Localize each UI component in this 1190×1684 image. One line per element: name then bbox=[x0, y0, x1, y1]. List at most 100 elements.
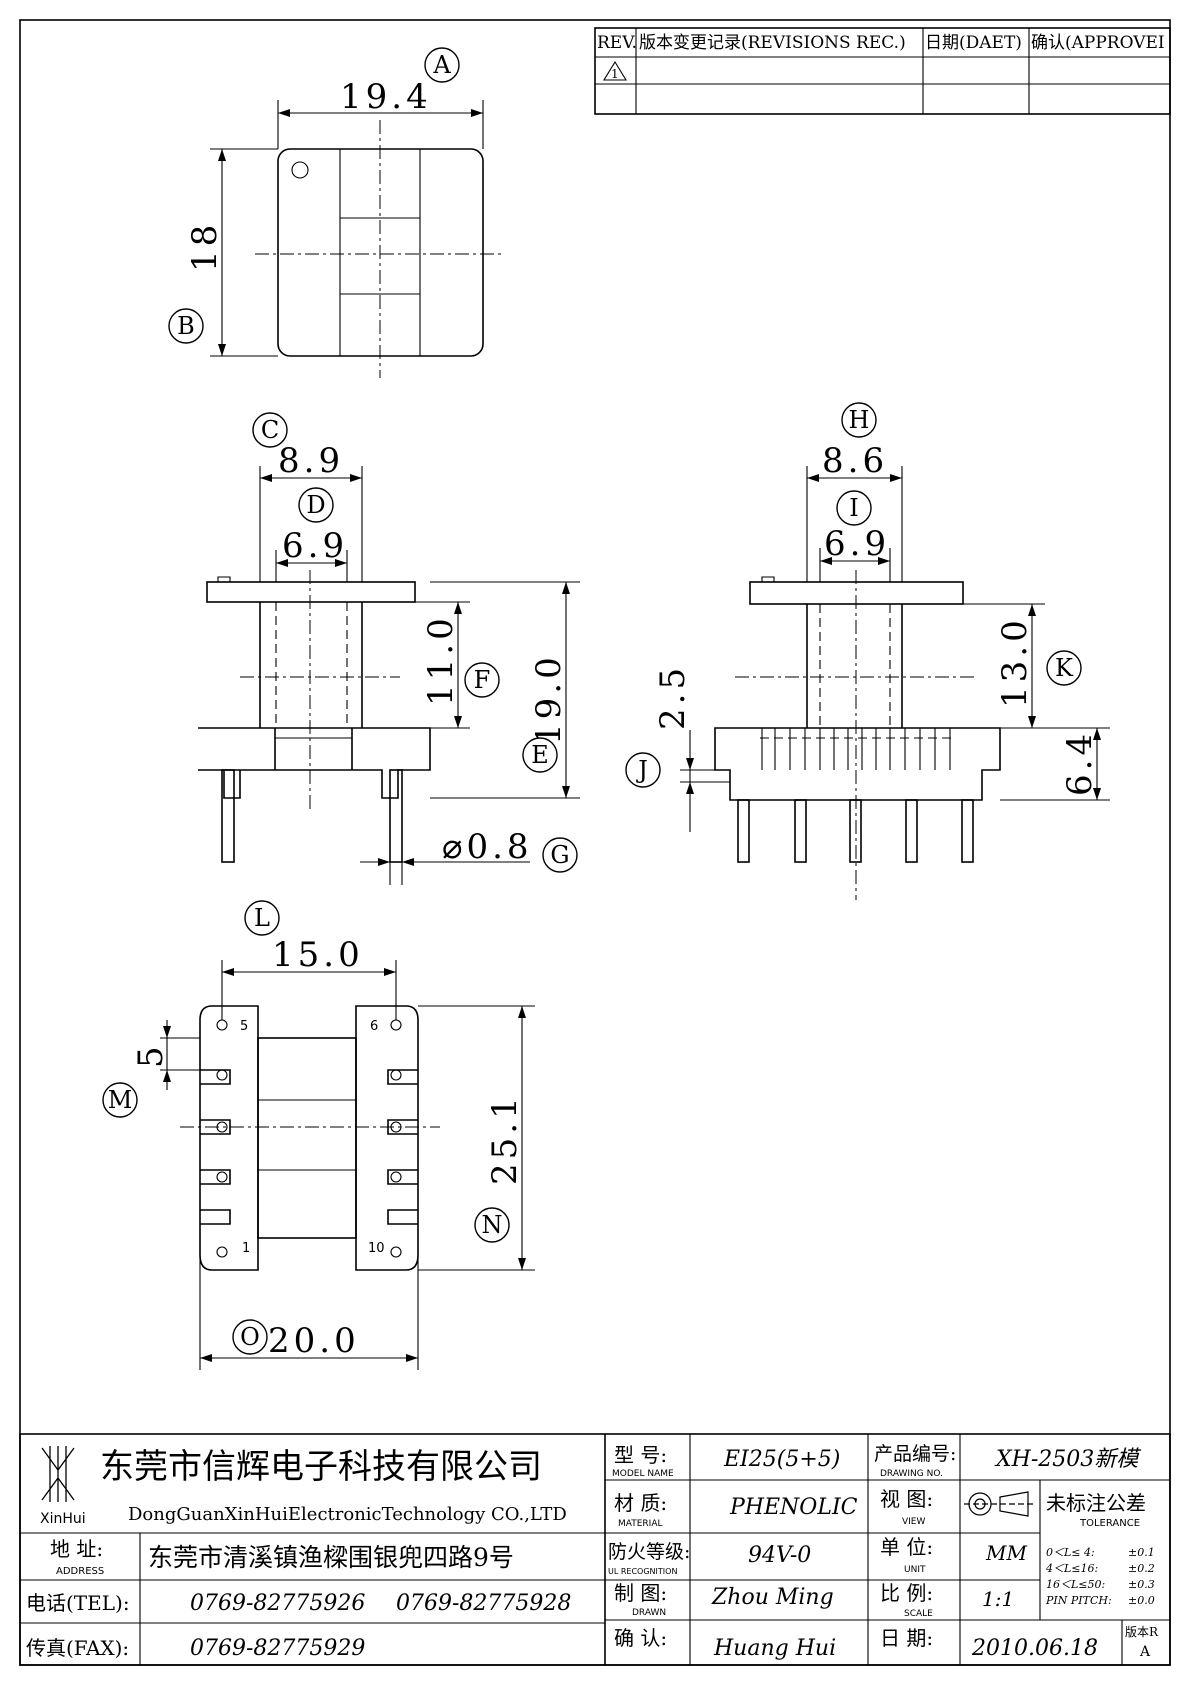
callout-A: A bbox=[424, 47, 460, 83]
address-value: 东莞市清溪镇渔樑围银兜四路9号 bbox=[148, 1543, 514, 1572]
tol-range-1: 0＜L≤ 4: bbox=[1046, 1546, 1095, 1559]
callout-H: H bbox=[841, 402, 877, 438]
dim-K-value: 13.0 bbox=[995, 616, 1035, 708]
callout-I: I bbox=[836, 490, 872, 526]
svg-text:F: F bbox=[474, 666, 491, 694]
svg-text:C: C bbox=[261, 416, 279, 444]
tol-value-1: ±0.1 bbox=[1128, 1546, 1155, 1559]
material-value: PHENOLIC bbox=[729, 1495, 858, 1520]
rev-header-approve: 确认(APPROVEI bbox=[1031, 33, 1165, 53]
fax-label: 传真(FAX): bbox=[26, 1636, 129, 1660]
tolerance-title-en: TOLERANCE bbox=[1079, 1518, 1140, 1529]
callout-M: M bbox=[102, 1082, 138, 1118]
company-name-en: DongGuanXinHuiElectronicTechnology CO.,L… bbox=[128, 1504, 567, 1525]
drawn-label: 制 图: bbox=[614, 1581, 667, 1605]
dim-F-value: 11.0 bbox=[421, 614, 461, 706]
svg-text:G: G bbox=[550, 841, 569, 869]
unit-value: MM bbox=[985, 1541, 1027, 1565]
svg-text:L: L bbox=[254, 904, 270, 932]
bottom-view: 5 6 1 10 15.0 25.1 20.0 5 bbox=[131, 935, 535, 1370]
fax-value: 0769-82775929 bbox=[190, 1636, 365, 1661]
svg-text:I: I bbox=[849, 494, 858, 522]
unit-label-en: UNIT bbox=[904, 1565, 926, 1575]
model-label: 型 号: bbox=[614, 1443, 667, 1467]
drawn-label-en: DRAWN bbox=[632, 1608, 666, 1618]
tel-value-2: 0769-82775928 bbox=[396, 1591, 571, 1616]
svg-text:K: K bbox=[1055, 654, 1074, 682]
top-view: 19.4 18 bbox=[185, 77, 505, 378]
tol-value-3: ±0.3 bbox=[1128, 1578, 1155, 1591]
svg-text:D: D bbox=[306, 491, 325, 519]
scale-label-en: SCALE bbox=[904, 1609, 933, 1619]
callout-E: E bbox=[522, 737, 558, 773]
dim-E-value: 19.0 bbox=[529, 653, 569, 745]
view-label-en: VIEW bbox=[902, 1517, 925, 1527]
tel-value-1: 0769-82775926 bbox=[190, 1591, 365, 1616]
version-value: A bbox=[1139, 1644, 1151, 1660]
address-label-en: ADDRESS bbox=[56, 1566, 104, 1577]
callout-L: L bbox=[244, 900, 280, 936]
scale-label: 比 例: bbox=[880, 1581, 933, 1605]
svg-text:A: A bbox=[432, 51, 451, 79]
svg-text:B: B bbox=[177, 312, 195, 340]
svg-text:O: O bbox=[240, 1323, 260, 1351]
tol-range-2: 4＜L≤16: bbox=[1045, 1562, 1098, 1575]
version-label: 版本R bbox=[1125, 1625, 1159, 1639]
dim-C-value: 8.9 bbox=[278, 441, 344, 481]
xinhui-logo-icon bbox=[41, 1446, 75, 1502]
pin-number-6: 6 bbox=[370, 1019, 378, 1034]
dim-B-value: 18 bbox=[185, 221, 225, 272]
callout-K: K bbox=[1046, 650, 1082, 686]
dim-A-value: 19.4 bbox=[340, 77, 432, 117]
dim-L-value: 15.0 bbox=[272, 935, 364, 975]
material-label-en: MATERIAL bbox=[618, 1519, 663, 1529]
dim-M-value: 5 bbox=[131, 1042, 171, 1068]
front-view: 8.9 6.9 11.0 19.0 ⌀0.8 bbox=[198, 441, 580, 885]
callout-B: B bbox=[168, 308, 204, 344]
fire-rating-label-en: UL RECOGNITION bbox=[608, 1567, 677, 1576]
callout-O: O bbox=[232, 1319, 268, 1355]
tol-range-3: 16＜L≤50: bbox=[1046, 1578, 1105, 1591]
callout-C: C bbox=[252, 412, 288, 448]
callout-D: D bbox=[298, 487, 334, 523]
svg-text:J: J bbox=[635, 756, 648, 784]
dim-I-value: 6.9 bbox=[824, 524, 890, 564]
address-label: 地 址: bbox=[50, 1537, 103, 1561]
svg-text:N: N bbox=[482, 1211, 503, 1239]
rev-header-date: 日期(DAET) bbox=[925, 33, 1022, 53]
rev-header-rev: REV. bbox=[597, 33, 637, 53]
date-value: 2010.06.18 bbox=[971, 1636, 1098, 1661]
side-view: 8.6 6.9 13.0 6.4 2.5 bbox=[653, 441, 1110, 900]
model-label-en: MODEL NAME bbox=[612, 1469, 674, 1479]
callout-G: G bbox=[542, 837, 578, 873]
tol-value-2: ±0.2 bbox=[1128, 1562, 1155, 1575]
revision-table: REV. 版本变更记录(REVISIONS REC.) 日期(DAET) 确认(… bbox=[594, 27, 1171, 115]
tol-value-4: ±0.0 bbox=[1128, 1594, 1155, 1607]
drawn-value: Zhou Ming bbox=[711, 1585, 834, 1610]
logo-text: XinHui bbox=[40, 1511, 86, 1527]
approve-value: Huang Hui bbox=[713, 1636, 836, 1661]
rev-header-revisions: 版本变更记录(REVISIONS REC.) bbox=[639, 33, 906, 53]
fire-rating-label: 防火等级: bbox=[608, 1541, 690, 1563]
model-value: EI25(5+5) bbox=[723, 1447, 840, 1472]
material-label: 材 质: bbox=[614, 1491, 667, 1515]
drawing-no-value: XH-2503新模 bbox=[994, 1447, 1141, 1472]
callout-J: J bbox=[625, 752, 661, 788]
company-name-cn: 东莞市信辉电子科技有限公司 bbox=[100, 1447, 542, 1487]
dim-K2-value: 6.4 bbox=[1060, 730, 1100, 796]
unit-label: 单 位: bbox=[880, 1535, 933, 1559]
view-label: 视 图: bbox=[880, 1487, 933, 1511]
svg-text:H: H bbox=[849, 406, 870, 434]
svg-text:E: E bbox=[531, 741, 549, 769]
dim-N-value: 25.1 bbox=[485, 1093, 525, 1185]
projection-symbol-icon bbox=[964, 1491, 1034, 1517]
pin-number-10: 10 bbox=[368, 1241, 385, 1256]
tel-label: 电话(TEL): bbox=[26, 1591, 130, 1615]
drawing-no-label: 产品编号: bbox=[874, 1443, 956, 1465]
dim-J-value: 2.5 bbox=[653, 664, 693, 730]
tol-range-4: PIN PITCH: bbox=[1045, 1594, 1112, 1607]
callout-F: F bbox=[464, 662, 500, 698]
drawing-no-label-en: DRAWING NO. bbox=[880, 1469, 943, 1479]
date-label: 日 期: bbox=[880, 1626, 933, 1650]
